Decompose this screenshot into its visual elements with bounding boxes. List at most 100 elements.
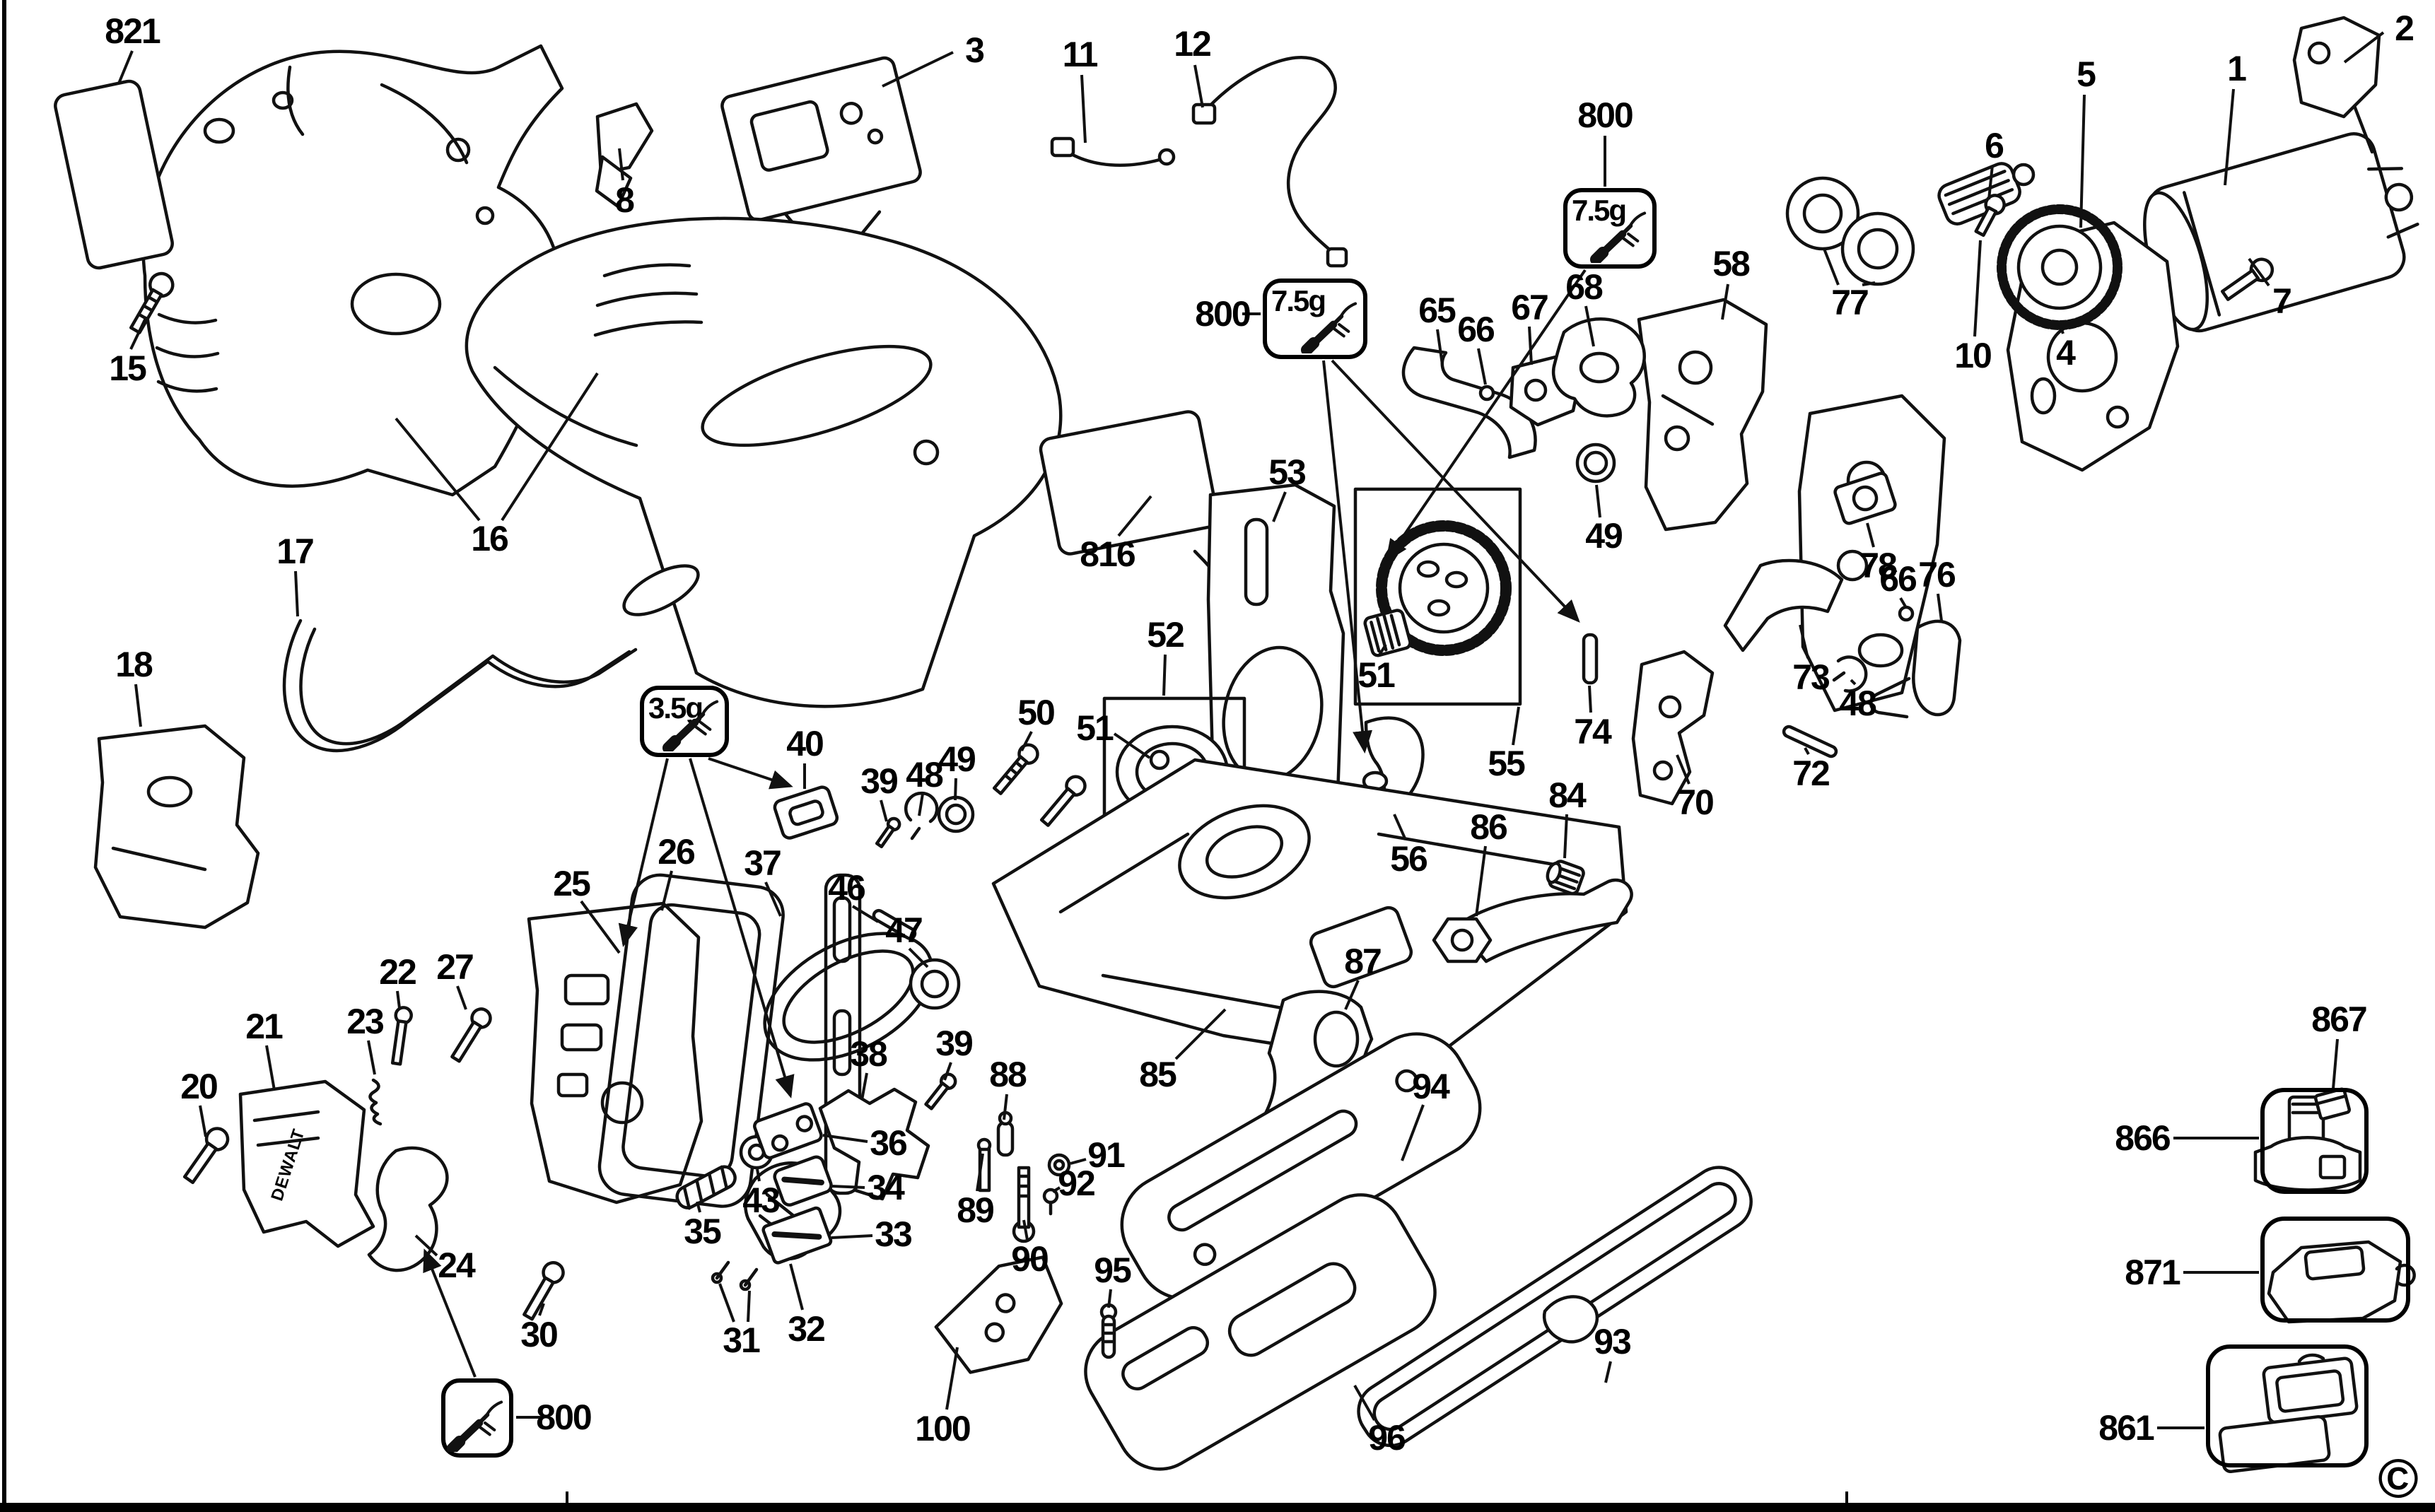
callout-17: 17 xyxy=(276,532,315,571)
callout-18: 18 xyxy=(115,645,153,684)
part-ball-66-left xyxy=(1478,385,1495,402)
part-kitbox-861 xyxy=(2218,1353,2359,1474)
callout-32: 32 xyxy=(788,1309,826,1349)
callout-73: 73 xyxy=(1792,657,1830,697)
callout-821: 821 xyxy=(105,11,160,51)
callout-23: 23 xyxy=(346,1002,385,1041)
callout-51: 51 xyxy=(1357,655,1396,695)
grease-arrow-line xyxy=(708,757,793,790)
leader-line xyxy=(831,1185,865,1189)
leader-line xyxy=(2224,88,2235,186)
part-ring-49-right xyxy=(1575,443,1616,484)
leader-line xyxy=(2343,31,2385,64)
part-housing-right-16 xyxy=(465,216,1063,708)
callout-68: 68 xyxy=(1565,267,1604,307)
leader-line xyxy=(396,990,401,1009)
battery-box xyxy=(2260,1088,2369,1194)
grease-arrow-line xyxy=(689,758,795,1098)
leader-line xyxy=(134,684,142,727)
leader-line xyxy=(456,985,467,1010)
part-screw-6 xyxy=(1974,194,2006,238)
leader-line xyxy=(945,1347,959,1410)
leader-line xyxy=(1272,491,1287,522)
part-housing-left-outline xyxy=(141,44,564,497)
callout-867: 867 xyxy=(2311,1000,2367,1039)
leader-line xyxy=(822,1134,868,1143)
callout-12: 12 xyxy=(1174,24,1212,64)
part-lever-70 xyxy=(1631,650,1715,806)
part-screws-50 xyxy=(992,743,1087,827)
part-screw-20 xyxy=(182,1127,230,1185)
callout-24: 24 xyxy=(438,1246,476,1285)
part-wire-11 xyxy=(1050,136,1176,167)
grease-box-7.5g: 7.5g xyxy=(1263,279,1367,359)
leader-line xyxy=(265,1045,276,1091)
leader-line xyxy=(880,799,888,822)
callout-27: 27 xyxy=(436,947,474,987)
callout-7: 7 xyxy=(2272,281,2292,321)
leader-line xyxy=(831,1234,873,1239)
callout-84: 84 xyxy=(1548,775,1587,815)
callout-1: 1 xyxy=(2227,49,2247,88)
charger-box xyxy=(2260,1217,2410,1323)
callout-47: 47 xyxy=(885,910,923,950)
part-clip-8 xyxy=(595,102,654,209)
leader-line xyxy=(1162,654,1167,696)
part-screw-22 xyxy=(390,1006,413,1066)
leader-line xyxy=(1020,731,1033,751)
callout-74: 74 xyxy=(1574,712,1612,751)
callout-5: 5 xyxy=(2077,54,2096,94)
callout-22: 22 xyxy=(379,952,417,992)
leader-line xyxy=(2248,257,2270,287)
callout-20: 20 xyxy=(180,1067,218,1106)
leader-line xyxy=(756,1168,761,1182)
part-cap-40 xyxy=(773,785,839,840)
part-nut-78 xyxy=(1833,471,1897,525)
callout-31: 31 xyxy=(723,1320,761,1360)
leader-line xyxy=(1353,1385,1376,1421)
grease-box-3.5g: 3.5g xyxy=(640,686,729,757)
part-clamp-21 xyxy=(238,1079,375,1248)
callout-70: 70 xyxy=(1676,783,1715,822)
leader-line xyxy=(1823,248,1840,286)
leader-line xyxy=(1377,643,1387,657)
callout-866: 866 xyxy=(2115,1118,2171,1158)
footer-tick xyxy=(566,1492,568,1503)
grease-arrow-line xyxy=(1331,359,1580,623)
callout-91: 91 xyxy=(1087,1135,1126,1175)
grease-arrow-line xyxy=(423,1248,477,1378)
callout-87: 87 xyxy=(1344,942,1382,981)
callout-800: 800 xyxy=(1577,95,1633,135)
leader-line xyxy=(129,316,148,350)
leader-line xyxy=(860,1072,868,1101)
leader-line xyxy=(1799,624,1809,659)
callout-25: 25 xyxy=(553,864,591,903)
leader-line xyxy=(1721,283,1729,320)
part-dust-tube-93 xyxy=(1357,1166,1753,1448)
part-shoe-cover-96 xyxy=(1084,1193,1437,1471)
part-screw-7 xyxy=(2220,257,2275,301)
leader-line xyxy=(1401,1104,1425,1161)
leader-line xyxy=(1107,1289,1112,1308)
callout-58: 58 xyxy=(1712,244,1751,283)
grease-arrow-line xyxy=(618,758,669,947)
callout-78: 78 xyxy=(1859,546,1898,585)
leader-line xyxy=(660,870,673,911)
leader-line xyxy=(501,372,599,522)
callout-800: 800 xyxy=(1195,294,1251,334)
leader-line xyxy=(1676,754,1691,785)
callout-50: 50 xyxy=(1017,693,1056,732)
part-bearings-77 xyxy=(1785,176,1915,286)
leader-line xyxy=(764,881,782,917)
leader-line xyxy=(618,148,624,181)
leader-line xyxy=(294,570,299,617)
part-pin-88 xyxy=(996,1110,1015,1157)
leader-line xyxy=(1436,329,1444,365)
leader-line xyxy=(2079,94,2086,228)
part-screw-92 xyxy=(1042,1188,1059,1216)
leader-line xyxy=(2332,1038,2339,1089)
callout-66: 66 xyxy=(1879,559,1917,599)
